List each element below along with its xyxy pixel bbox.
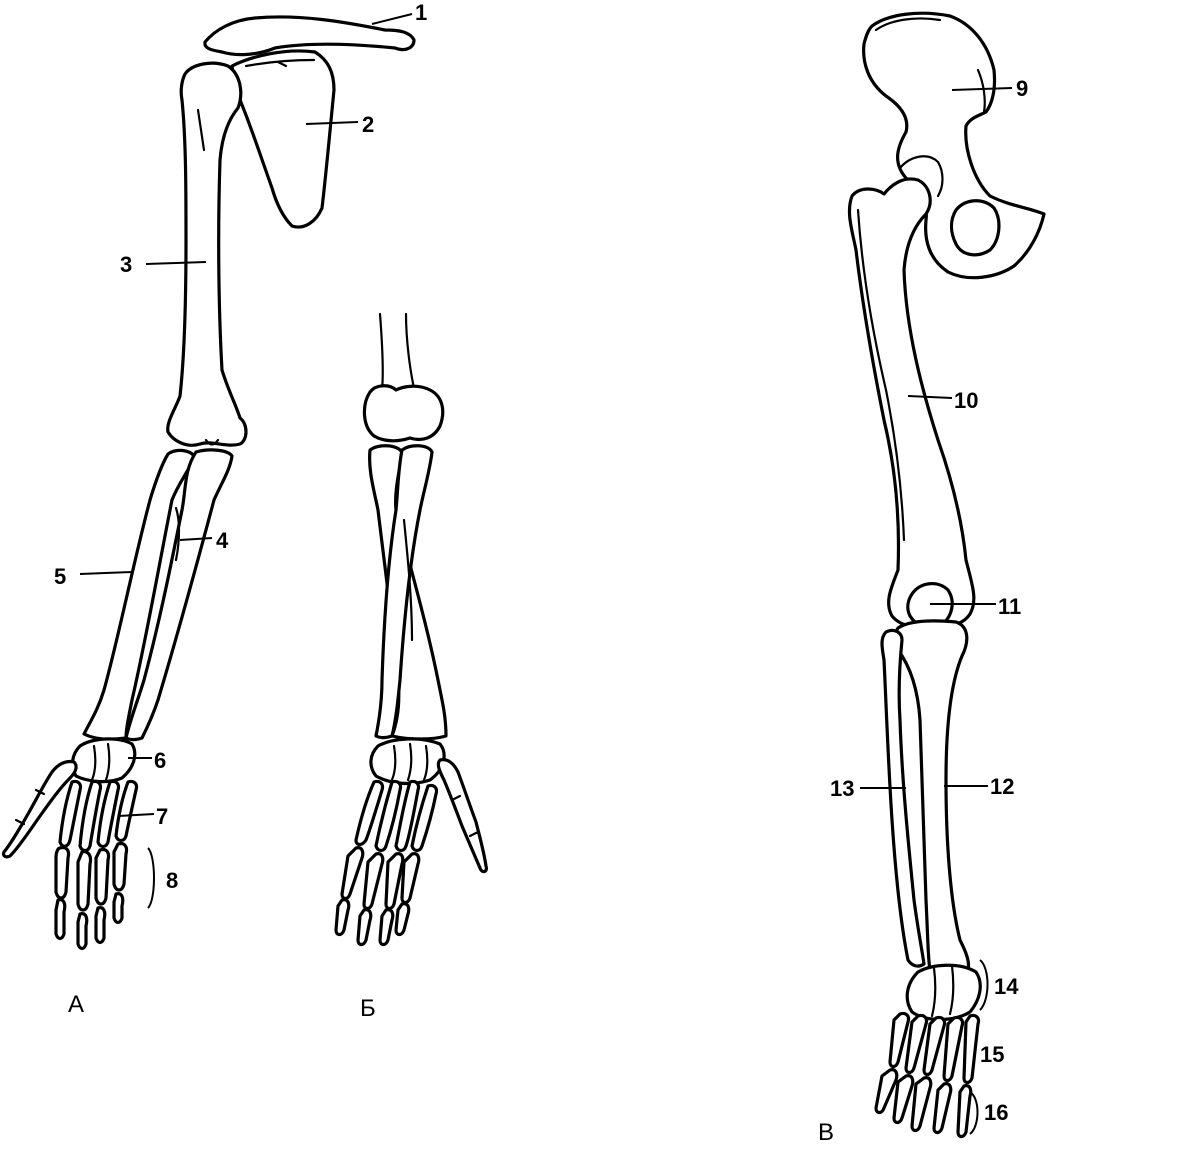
carpals <box>70 737 137 784</box>
humerus-distal-b <box>362 384 445 443</box>
label-2: 2 <box>362 112 374 137</box>
leader-lines <box>79 13 1013 1135</box>
label-6: 6 <box>154 748 166 773</box>
hand-b-fingers <box>334 779 439 947</box>
thumb-b <box>436 758 488 874</box>
label-16: 16 <box>984 1100 1008 1125</box>
label-1: 1 <box>415 0 427 25</box>
ulna <box>124 448 234 742</box>
pelvis <box>862 11 1046 280</box>
part-labels: 1 2 3 4 5 6 7 8 9 10 11 12 13 14 15 16 <box>54 0 1028 1125</box>
fibula <box>880 628 926 968</box>
label-10: 10 <box>954 388 978 413</box>
scapula <box>230 49 336 229</box>
humerus <box>166 61 248 447</box>
tarsal-lines <box>930 964 955 1018</box>
figure-a-arm <box>1 15 416 951</box>
thumb-joints <box>14 788 46 826</box>
label-8: 8 <box>166 868 178 893</box>
obturator-foramen <box>949 199 1001 257</box>
label-13: 13 <box>830 776 854 801</box>
humerus-detail <box>196 108 206 152</box>
foot-toes <box>874 1011 981 1139</box>
acetabulum <box>898 155 944 198</box>
femur <box>847 177 976 628</box>
label-11: 11 <box>998 594 1021 619</box>
label-12: 12 <box>990 774 1014 799</box>
humerus-shaft-b <box>378 312 416 392</box>
panel-label-a: А <box>68 991 84 1018</box>
panel-label-c: В <box>818 1119 834 1146</box>
scapula-spine <box>244 58 316 68</box>
label-3: 3 <box>120 252 132 277</box>
label-14: 14 <box>994 974 1019 999</box>
label-9: 9 <box>1016 76 1028 101</box>
carpals-b <box>369 737 446 786</box>
panel-labels: А Б В <box>68 991 834 1146</box>
femur-linea <box>856 208 906 542</box>
carpal-lines <box>90 742 111 782</box>
humerus-trochlea <box>204 438 220 446</box>
ilium-edge <box>976 68 986 114</box>
clavicle <box>203 15 416 57</box>
scapula-detail <box>276 60 288 68</box>
tarsals <box>905 963 982 1022</box>
hand-a-fingers <box>54 779 139 951</box>
thumb-a <box>1 759 78 859</box>
label-5: 5 <box>54 564 66 589</box>
label-4: 4 <box>216 528 229 553</box>
iliac-crest <box>874 17 942 32</box>
ulna-b <box>374 444 434 740</box>
label-7: 7 <box>156 804 168 829</box>
label-15: 15 <box>980 1042 1004 1067</box>
panel-label-b: Б <box>360 995 376 1022</box>
interosseous-line <box>174 506 181 562</box>
thumb-joints-b <box>450 794 480 838</box>
interosseous-b <box>402 518 414 642</box>
figure-v-leg <box>847 11 1046 1139</box>
carpal-lines-b <box>390 742 429 782</box>
figure-b-forearm <box>334 312 488 947</box>
